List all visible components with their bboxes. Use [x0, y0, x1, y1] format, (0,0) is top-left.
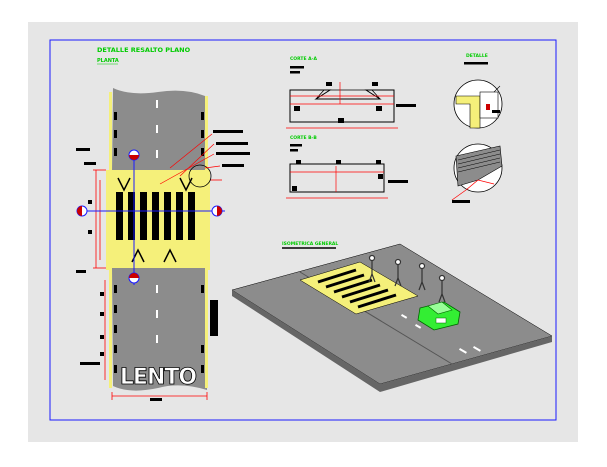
plan-dimension-lines: [93, 169, 222, 400]
plan-edge-dashes: [114, 112, 204, 373]
road-marking-lento: LENTO: [120, 365, 196, 390]
plan-road-bottom: [112, 268, 207, 391]
label-detalle: DETALLE: [466, 53, 488, 59]
plan-view: LENTO: [76, 88, 250, 401]
plan-zebra-stripes: [116, 192, 195, 240]
drawing-title: DETALLE RESALTO PLANO: [97, 46, 191, 54]
label-corte-aa: CORTE A-A: [290, 56, 317, 62]
detail-view: [451, 62, 503, 203]
plan-leader-lines: [159, 133, 221, 185]
label-isometrica: ISOMETRICA GENERAL: [282, 241, 338, 247]
section-aa: [286, 66, 416, 129]
plan-center-line: [156, 100, 158, 343]
plan-road-top: [112, 88, 206, 172]
section-bb: [286, 144, 408, 199]
car-icon: [417, 301, 461, 331]
plan-annotation-tags: [76, 130, 250, 401]
section-marker-icon: [76, 149, 223, 284]
drawing-frame: [49, 39, 557, 421]
isometric-view: [231, 243, 553, 392]
label-planta: PLANTA: [97, 58, 119, 64]
iso-zebra-stripes: [317, 268, 397, 309]
pedestrian-icon: [368, 254, 446, 303]
label-corte-bb: CORTE B-B: [290, 135, 317, 141]
iso-speed-hump: [299, 261, 419, 315]
plan-sign-panel: [210, 300, 218, 336]
detail-circle-icon: [188, 164, 212, 188]
